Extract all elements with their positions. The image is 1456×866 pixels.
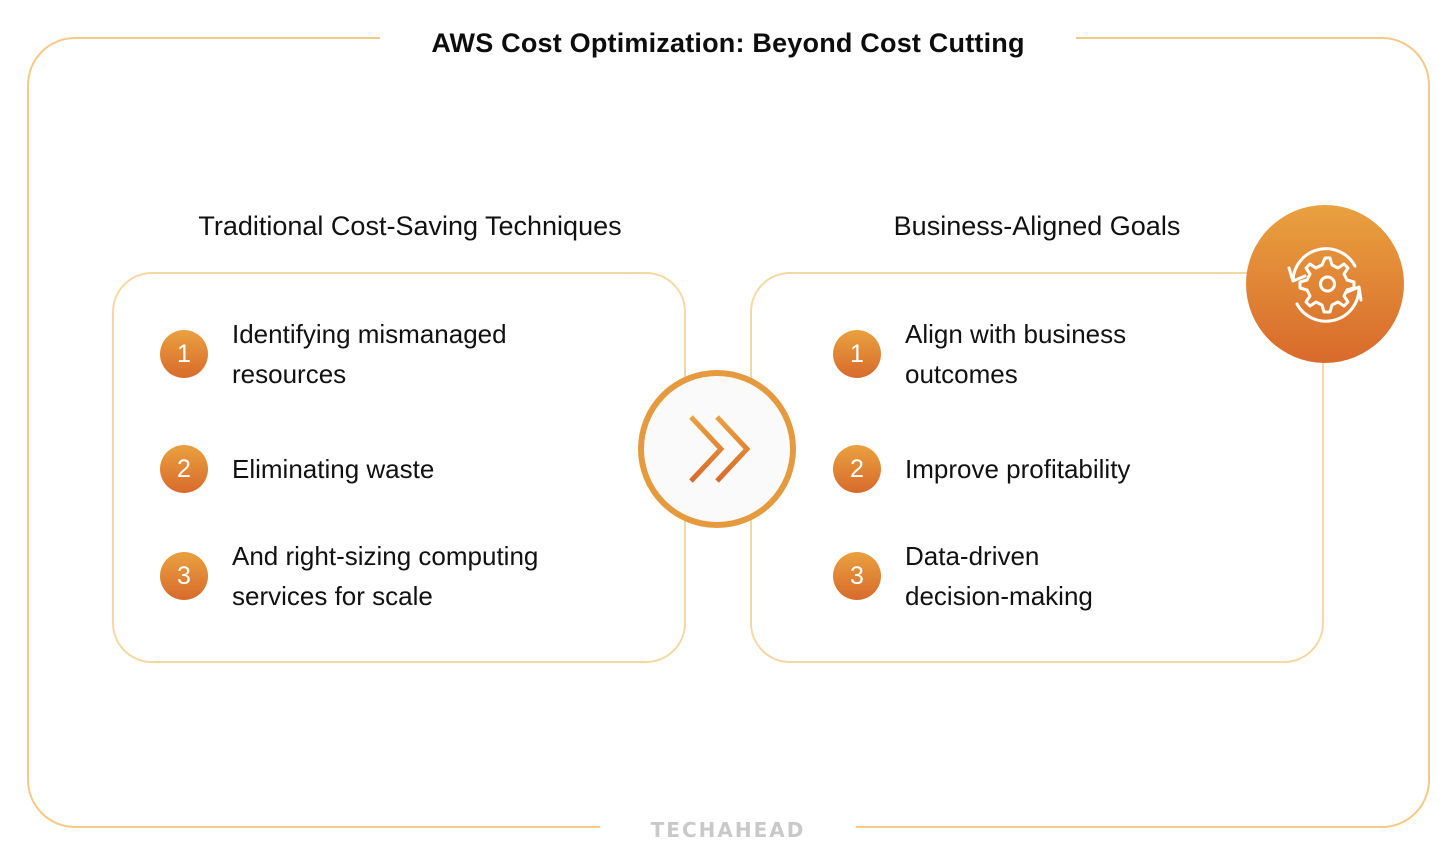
left-section-heading: Traditional Cost-Saving Techniques [198,211,622,241]
list-item: 3 Data-driven decision-making [833,536,1145,616]
gear-refresh-badge [1246,205,1404,363]
gear-refresh-icon [1287,247,1363,323]
brand-mask [600,815,856,845]
item-text: Align with business outcomes [905,319,1127,389]
number-badge: 3 [160,552,208,600]
number-badge: 2 [833,445,881,493]
list-item: 2 Improve profitability [833,445,1285,493]
traditional-techniques-panel: 1 Identifying mismanaged resources 2 Eli… [112,272,686,663]
title-mask [380,24,1076,54]
list-item: 1 Align with business outcomes [833,314,1205,394]
item-text: Identifying mismanaged resources [232,319,507,389]
number-badge: 1 [160,330,208,378]
brand-logo: TECHAHEAD [650,818,806,842]
number-badge: 2 [160,445,208,493]
number-badge: 1 [833,330,881,378]
list-item: 1 Identifying mismanaged resources [160,314,612,394]
item-text: Eliminating waste [232,454,435,484]
page-title: AWS Cost Optimization: Beyond Cost Cutti… [431,28,1025,58]
item-text: Data-driven decision-making [905,541,1093,611]
number-badge: 3 [833,552,881,600]
list-item: 3 And right-sizing computing services fo… [160,536,612,616]
business-goals-panel: 1 Align with business outcomes 2 Improve… [750,272,1324,663]
right-section-heading: Business-Aligned Goals [893,211,1181,241]
item-text: Improve profitability [905,454,1131,484]
item-text: And right-sizing computing services for … [232,541,539,611]
double-chevron-right-icon [689,415,751,483]
transition-arrow-circle [638,370,796,528]
list-item: 2 Eliminating waste [160,445,612,493]
